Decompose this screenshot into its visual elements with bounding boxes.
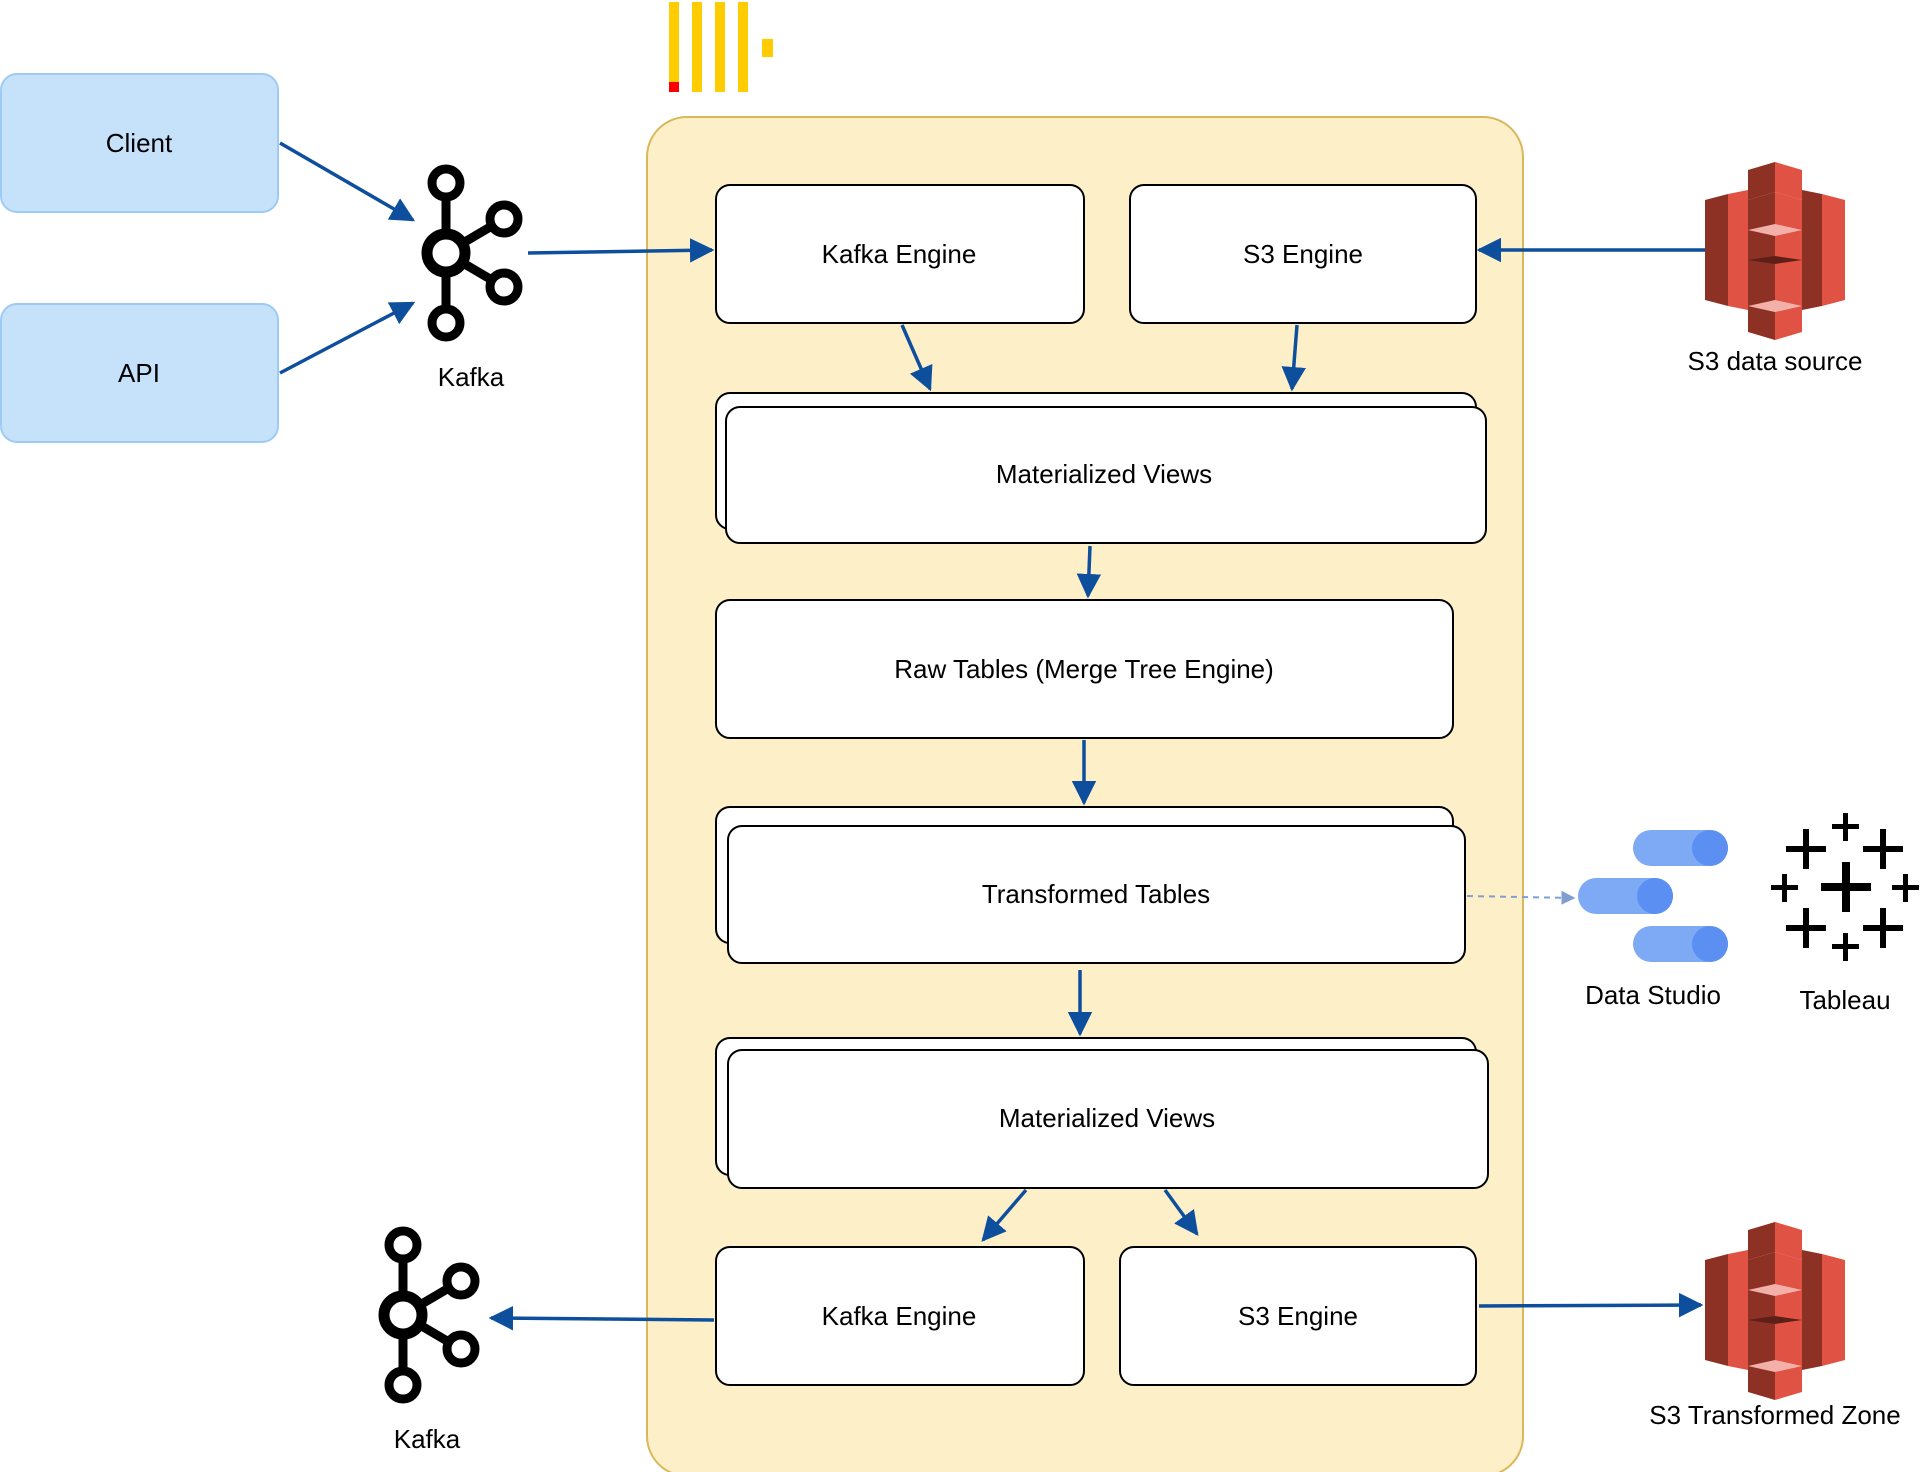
tableau-label: Tableau [1799, 985, 1890, 1015]
arrow-api-to-kafka [279, 301, 416, 375]
kafka-engine-out-label: Kafka Engine [822, 1301, 977, 1331]
tableau-logo-icon [1771, 813, 1919, 961]
kafka-engine-out-box[interactable]: Kafka Engine [715, 1246, 1085, 1386]
kafka-output-label: Kafka [394, 1424, 461, 1454]
api-label: API [118, 358, 160, 388]
api-box[interactable]: API [0, 303, 279, 443]
arrow-mv-to-raw [1076, 545, 1102, 599]
s3-engine-out-box[interactable]: S3 Engine [1119, 1246, 1477, 1386]
raw-tables-label: Raw Tables (Merge Tree Engine) [894, 654, 1274, 684]
arrow-kafka-engine-to-mv [900, 324, 933, 392]
client-box[interactable]: Client [0, 73, 279, 213]
s3-transformed-icon [1705, 1222, 1845, 1400]
data-studio-logo-icon [1578, 830, 1728, 962]
materialized-views-2-label: Materialized Views [999, 1103, 1215, 1133]
s3-transformed-label: S3 Transformed Zone [1649, 1400, 1900, 1430]
arrow-mv-to-kafka-engine [981, 1188, 1028, 1242]
arrow-s3-engine-to-mv [1281, 324, 1306, 392]
client-label: Client [106, 128, 173, 158]
data-studio-label: Data Studio [1585, 980, 1721, 1010]
arrow-s3-engine-to-s3-transformed [1478, 1292, 1704, 1318]
arrow-kafka-engine-to-kafka [488, 1305, 715, 1331]
clickhouse-logo-icon [669, 2, 773, 92]
transformed-tables-label: Transformed Tables [982, 879, 1210, 909]
arrow-client-to-kafka [279, 141, 416, 222]
kafka-input-label: Kafka [438, 362, 505, 392]
materialized-views-1-box[interactable]: Materialized Views [715, 392, 1487, 544]
s3-engine-in-box[interactable]: S3 Engine [1129, 184, 1477, 324]
arrow-transformed-to-bi-tools [1466, 890, 1576, 905]
kafka-engine-in-box[interactable]: Kafka Engine [715, 184, 1085, 324]
kafka-input-icon [427, 169, 518, 337]
materialized-views-1-label: Materialized Views [996, 459, 1212, 489]
kafka-output-icon [384, 1231, 475, 1399]
raw-tables-box[interactable]: Raw Tables (Merge Tree Engine) [715, 599, 1454, 739]
s3-engine-out-label: S3 Engine [1238, 1301, 1358, 1331]
s3-engine-in-label: S3 Engine [1243, 239, 1363, 269]
transformed-tables-box[interactable]: Transformed Tables [715, 806, 1466, 964]
s3-source-icon [1705, 162, 1845, 340]
s3-source-label: S3 data source [1688, 346, 1863, 376]
materialized-views-2-box[interactable]: Materialized Views [715, 1037, 1489, 1189]
kafka-engine-in-label: Kafka Engine [822, 239, 977, 269]
arrow-kafka-to-kafka-engine [527, 238, 715, 263]
arrow-mv-to-s3-engine [1163, 1188, 1199, 1236]
